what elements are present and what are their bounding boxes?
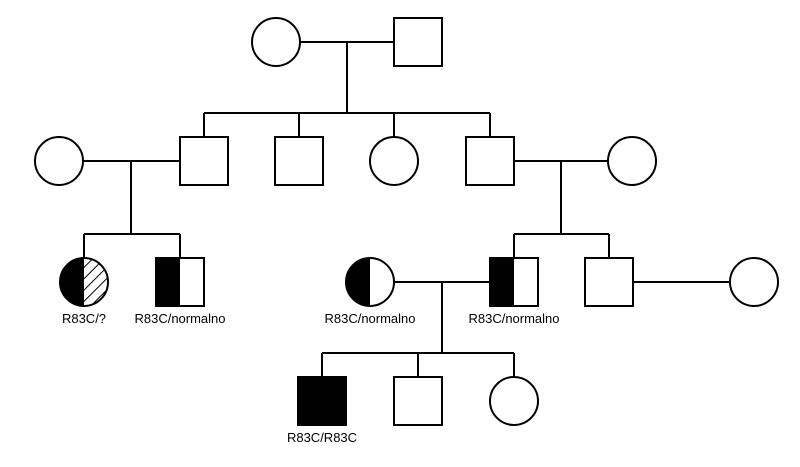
gen2-male-2 xyxy=(274,136,324,186)
genotype-label-gen3-male-left: R83C/normalno xyxy=(134,311,225,326)
gen3-male-right xyxy=(584,257,634,307)
gen3-male-left-outline xyxy=(155,257,205,307)
gen3-female-left-outline xyxy=(59,257,109,307)
generation-3 xyxy=(59,257,779,307)
gen3-male-left-affected-half xyxy=(156,258,180,306)
gen2-spouse-female-right xyxy=(607,136,657,186)
genotype-labels: R83C/? R83C/normalno R83C/normalno R83C/… xyxy=(62,311,560,445)
gen3-male-mid-outline xyxy=(489,257,539,307)
gen3-male-mid-carrier xyxy=(489,257,539,307)
generation-2 xyxy=(34,136,657,186)
gen4-male-2 xyxy=(393,376,443,426)
gen3-female-mid-affected-half xyxy=(346,258,370,306)
gen3-male-mid-affected-half xyxy=(490,258,514,306)
genotype-label-gen4-male-left: R83C/R83C xyxy=(287,430,357,445)
genotype-label-gen3-female-mid: R83C/normalno xyxy=(324,311,415,326)
gen4-female-3 xyxy=(489,376,539,426)
generation-4 xyxy=(297,376,539,426)
gen2-female-3 xyxy=(369,136,419,186)
gen2-male-1 xyxy=(179,136,229,186)
generation-1 xyxy=(251,17,443,67)
genotype-label-gen3-female-left: R83C/? xyxy=(62,311,106,326)
gen3-female-left-unknown-half xyxy=(84,258,108,306)
gen3-female-left-affected-half xyxy=(60,258,84,306)
gen1-male xyxy=(393,17,443,67)
gen4-male-affected xyxy=(297,376,347,426)
genotype-label-gen3-male-mid: R83C/normalno xyxy=(468,311,559,326)
gen3-spouse-female-right xyxy=(729,257,779,307)
gen2-male-4 xyxy=(465,136,515,186)
gen1-female xyxy=(251,17,301,67)
gen3-male-left-carrier xyxy=(155,257,205,307)
gen3-female-mid-carrier xyxy=(345,257,395,307)
connection-lines xyxy=(83,41,730,377)
gen3-female-left-carrier-unknown xyxy=(59,257,109,307)
gen3-female-mid-outline xyxy=(345,257,395,307)
gen2-spouse-female-left xyxy=(34,136,84,186)
